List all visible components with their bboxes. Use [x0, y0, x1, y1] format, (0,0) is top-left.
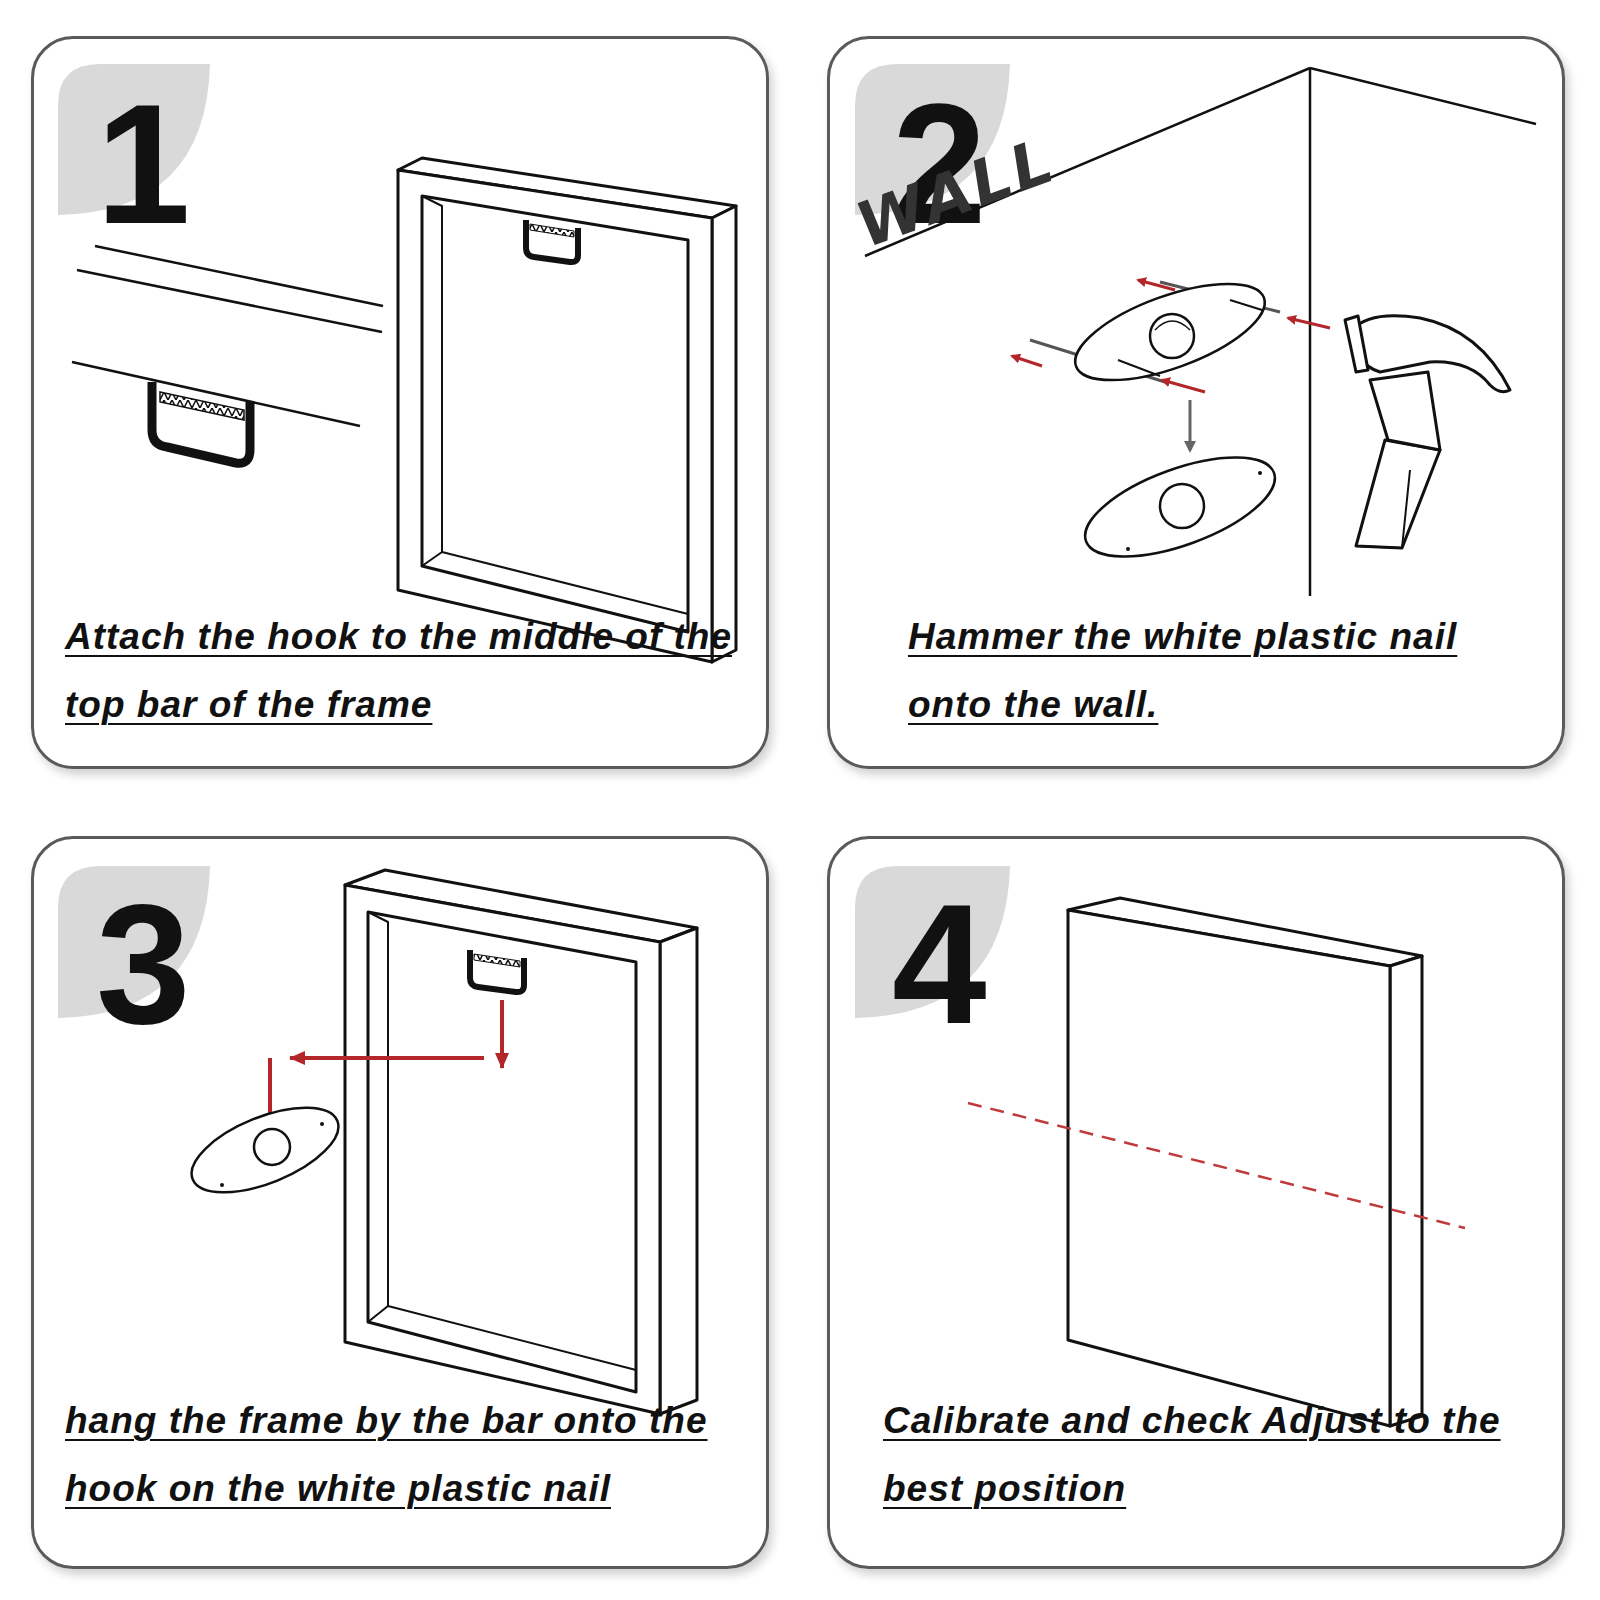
step-number: 1 — [96, 79, 191, 249]
step-number: 3 — [96, 879, 191, 1049]
down-arrow — [1189, 400, 1192, 450]
level-line — [968, 1103, 1465, 1228]
sawtooth-hook — [152, 382, 250, 463]
step-panel: 3 hang the frame by the bar onto the hook… — [31, 836, 769, 1569]
step-number: 4 — [892, 879, 987, 1049]
sawtooth-hook — [526, 220, 578, 262]
sawtooth-hook — [470, 950, 524, 992]
step-panel: 4Calibrate and check Adjust to the best … — [827, 836, 1565, 1569]
step-caption: Calibrate and check Adjust to the best p… — [883, 1387, 1503, 1523]
frame-bar — [72, 246, 383, 426]
step-caption: hang the frame by the bar onto the hook … — [65, 1387, 755, 1523]
wall-corner — [865, 68, 1536, 596]
step-panel: 1Attach the hook to the middle of the to… — [31, 36, 769, 769]
plastic-nail — [1064, 264, 1277, 400]
step-caption: Attach the hook to the middle of the top… — [65, 603, 755, 739]
step-panel: 2Hammer the white plastic nail onto the … — [827, 36, 1565, 769]
frame — [398, 158, 736, 662]
motion-arrow — [1012, 280, 1330, 392]
plastic-nail — [1073, 437, 1287, 577]
step-caption: Hammer the white plastic nail onto the w… — [908, 603, 1528, 739]
plastic-nail — [180, 1090, 349, 1210]
hammer — [1345, 316, 1510, 548]
hung-frame — [1068, 898, 1422, 1426]
frame — [345, 870, 697, 1414]
